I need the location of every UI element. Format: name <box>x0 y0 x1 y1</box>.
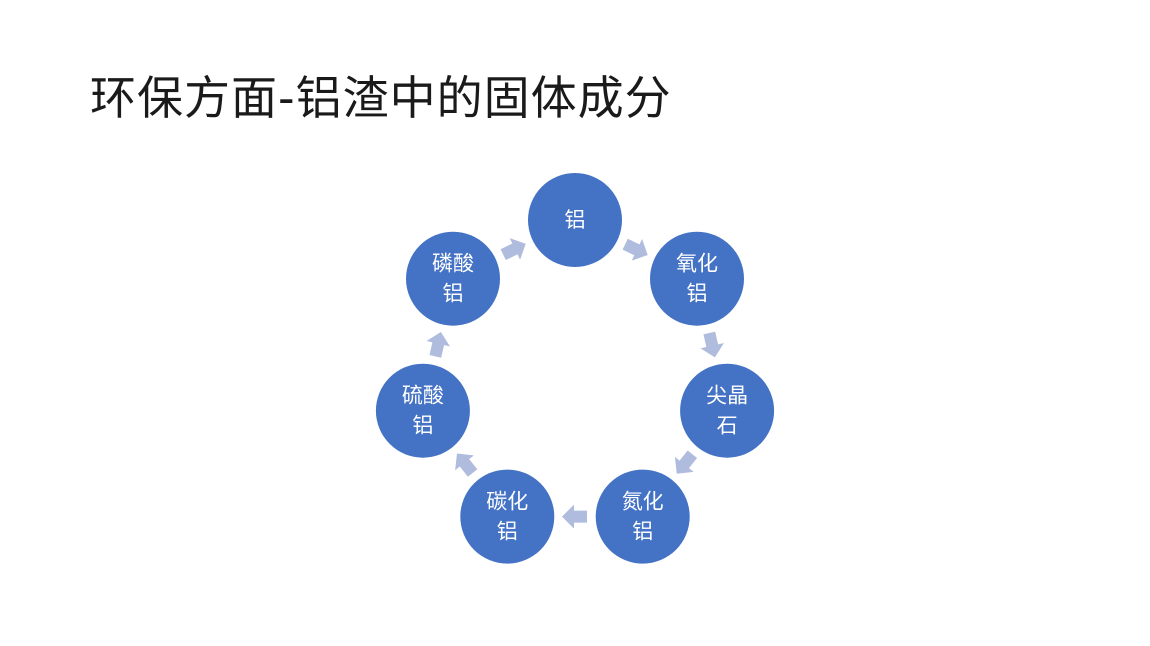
cycle-arrow <box>700 331 724 358</box>
cycle-node-label: 铝 <box>412 414 433 438</box>
cycle-node-label: 铝 <box>687 282 708 306</box>
cycle-node-label: 氮化 <box>622 490 664 514</box>
cycle-node: 硫酸铝 <box>375 363 470 458</box>
cycle-arrow-shape <box>500 238 526 261</box>
cycle-node: 氧化铝 <box>650 231 744 326</box>
cycle-node-label: 硫酸 <box>402 384 444 408</box>
cycle-node: 碳化铝 <box>460 469 555 564</box>
cycle-arrow <box>674 450 698 474</box>
cycle-node-label: 氧化 <box>676 252 718 276</box>
cycle-node-circle <box>375 363 470 458</box>
cycle-arrow <box>562 504 587 529</box>
cycle-node-circle <box>680 363 775 458</box>
cycle-node-circle <box>460 469 555 564</box>
cycle-node-label: 铝 <box>443 282 464 306</box>
cycle-arrow-shape <box>700 331 724 358</box>
cycle-arrow-shape <box>674 450 698 474</box>
cycle-arrow-shape <box>562 504 587 529</box>
cycle-node: 氮化铝 <box>595 469 690 564</box>
cycle-node: 尖晶石 <box>680 363 775 458</box>
slide-title: 环保方面-铝渣中的固体成分 <box>90 71 672 125</box>
cycle-node-circle <box>595 469 690 564</box>
cycle-arrow-shape <box>426 332 450 358</box>
cycle-arrow <box>426 332 450 358</box>
cycle-node-label: 石 <box>717 414 738 438</box>
cycle-arrow-shape <box>455 453 478 477</box>
cycle-node-label: 铝 <box>497 520 518 544</box>
cycle-node-circle <box>528 173 622 267</box>
cycle-arrow <box>500 238 526 261</box>
cycle-arrow <box>622 238 648 261</box>
cycle-node-circle <box>406 231 500 326</box>
cycle-node-circle <box>650 231 744 326</box>
cycle-node-label: 碳化 <box>486 490 528 514</box>
cycle-node-label: 铝 <box>565 208 586 232</box>
cycle-node: 磷酸铝 <box>406 231 500 326</box>
cycle-arrow <box>455 453 478 477</box>
cycle-node-label: 磷酸 <box>432 252 474 276</box>
cycle-arrow-shape <box>622 238 648 261</box>
cycle-node-label: 铝 <box>632 520 653 544</box>
cycle-node-label: 尖晶 <box>706 384 748 408</box>
cycle-node: 铝 <box>528 173 622 267</box>
